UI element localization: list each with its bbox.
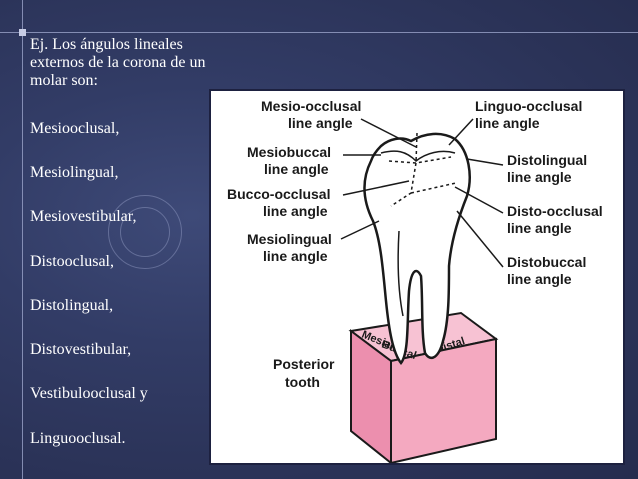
label-line: Disto-occlusal [507, 203, 603, 219]
label-line: line angle [263, 203, 328, 219]
label-line: Mesio-occlusal [261, 98, 361, 114]
list-item: Mesiovestibular, [30, 208, 136, 226]
caption-line: Posterior [273, 356, 335, 372]
leader-line [341, 221, 379, 239]
text-panel: Ej. Los ángulos lineales externos de la … [30, 36, 215, 104]
label-line: Bucco-occlusal [227, 186, 330, 202]
decorative-vertical-line [22, 0, 23, 479]
leader-line [467, 159, 503, 165]
label-line: Distolingual [507, 152, 587, 168]
intro-text: Ej. Los ángulos lineales externos de la … [30, 36, 215, 90]
decorative-square-mark [19, 29, 26, 36]
list-item: Mesiolingual, [30, 164, 118, 182]
molar-diagram: Mesial Buccal Distal Mesio [211, 91, 623, 463]
leader-line [449, 119, 473, 145]
label-line: Linguo-occlusal [475, 98, 582, 114]
label-line: line angle [507, 220, 572, 236]
list-item: Linguooclusal. [30, 430, 126, 448]
decorative-horizontal-line [0, 32, 638, 33]
label-line: line angle [288, 115, 353, 131]
label-line: line angle [263, 248, 328, 264]
caption-posterior-tooth: Posterior tooth [273, 356, 335, 390]
list-item: Distovestibular, [30, 341, 131, 359]
label-line: line angle [507, 271, 572, 287]
caption-line: tooth [285, 374, 320, 390]
label-line: Mesiobuccal [247, 144, 331, 160]
list-item: Distooclusal, [30, 253, 114, 271]
label-line: line angle [264, 161, 329, 177]
label-line: line angle [507, 169, 572, 185]
list-item: Mesiooclusal, [30, 120, 119, 138]
label-line: Mesiolingual [247, 231, 332, 247]
molar-line-angles-figure: Mesial Buccal Distal Mesio [209, 89, 625, 465]
leader-line [457, 211, 503, 267]
list-item: Distolingual, [30, 297, 113, 315]
list-item: Vestibulooclusal y [30, 385, 148, 403]
label-line: Distobuccal [507, 254, 586, 270]
label-line: line angle [475, 115, 540, 131]
